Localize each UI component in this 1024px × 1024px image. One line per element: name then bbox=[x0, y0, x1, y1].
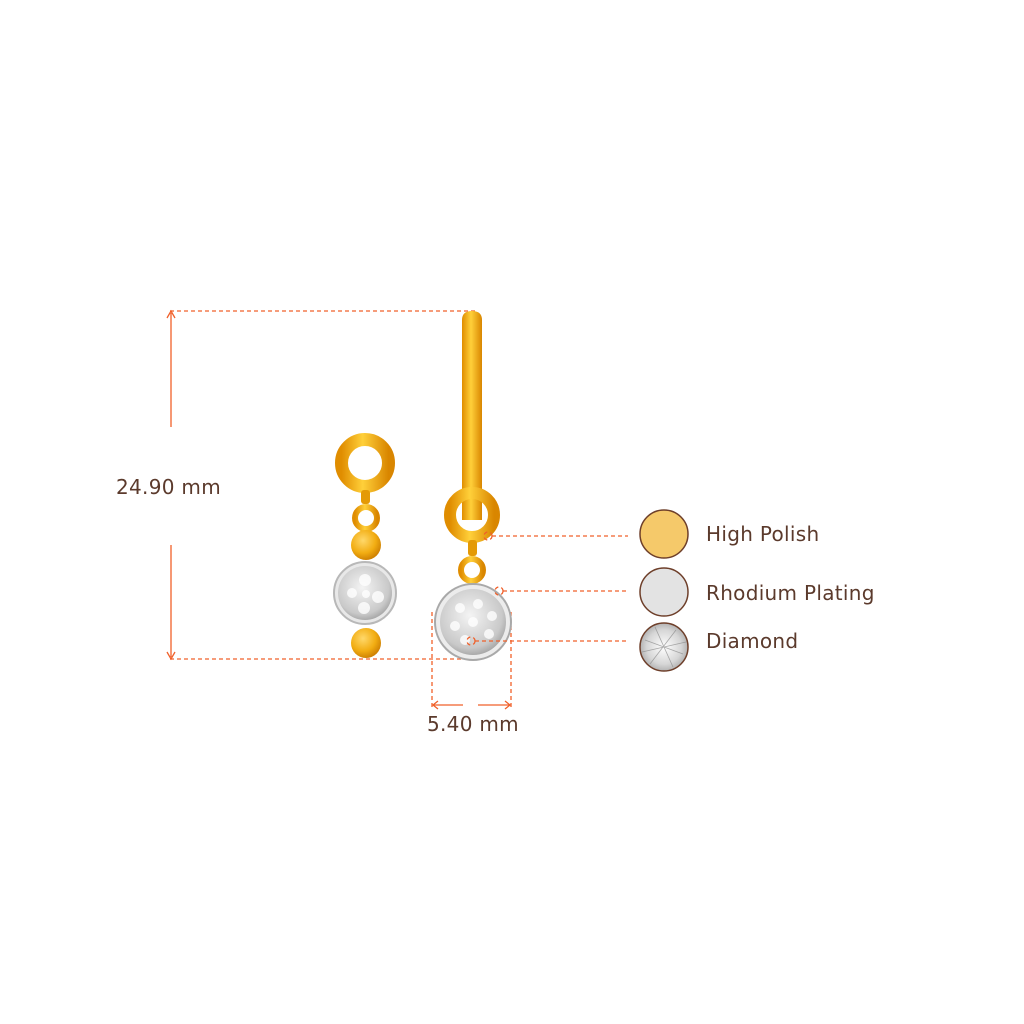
high-polish-swatch bbox=[639, 509, 689, 559]
earring-with-hoop bbox=[434, 311, 512, 661]
earring-charm-detached bbox=[333, 433, 397, 658]
legend-label-high-polish: High Polish bbox=[706, 522, 820, 546]
width-dimension-label: 5.40 mm bbox=[427, 712, 519, 736]
height-dimension bbox=[166, 309, 482, 661]
height-dimension-label: 24.90 mm bbox=[116, 475, 221, 499]
legend-leader-lines bbox=[466, 531, 628, 646]
legend-label-diamond: Diamond bbox=[706, 629, 799, 653]
legend-label-rhodium-plating: Rhodium Plating bbox=[706, 581, 875, 605]
rhodium-plating-swatch bbox=[639, 567, 689, 617]
diamond-swatch bbox=[639, 622, 689, 672]
